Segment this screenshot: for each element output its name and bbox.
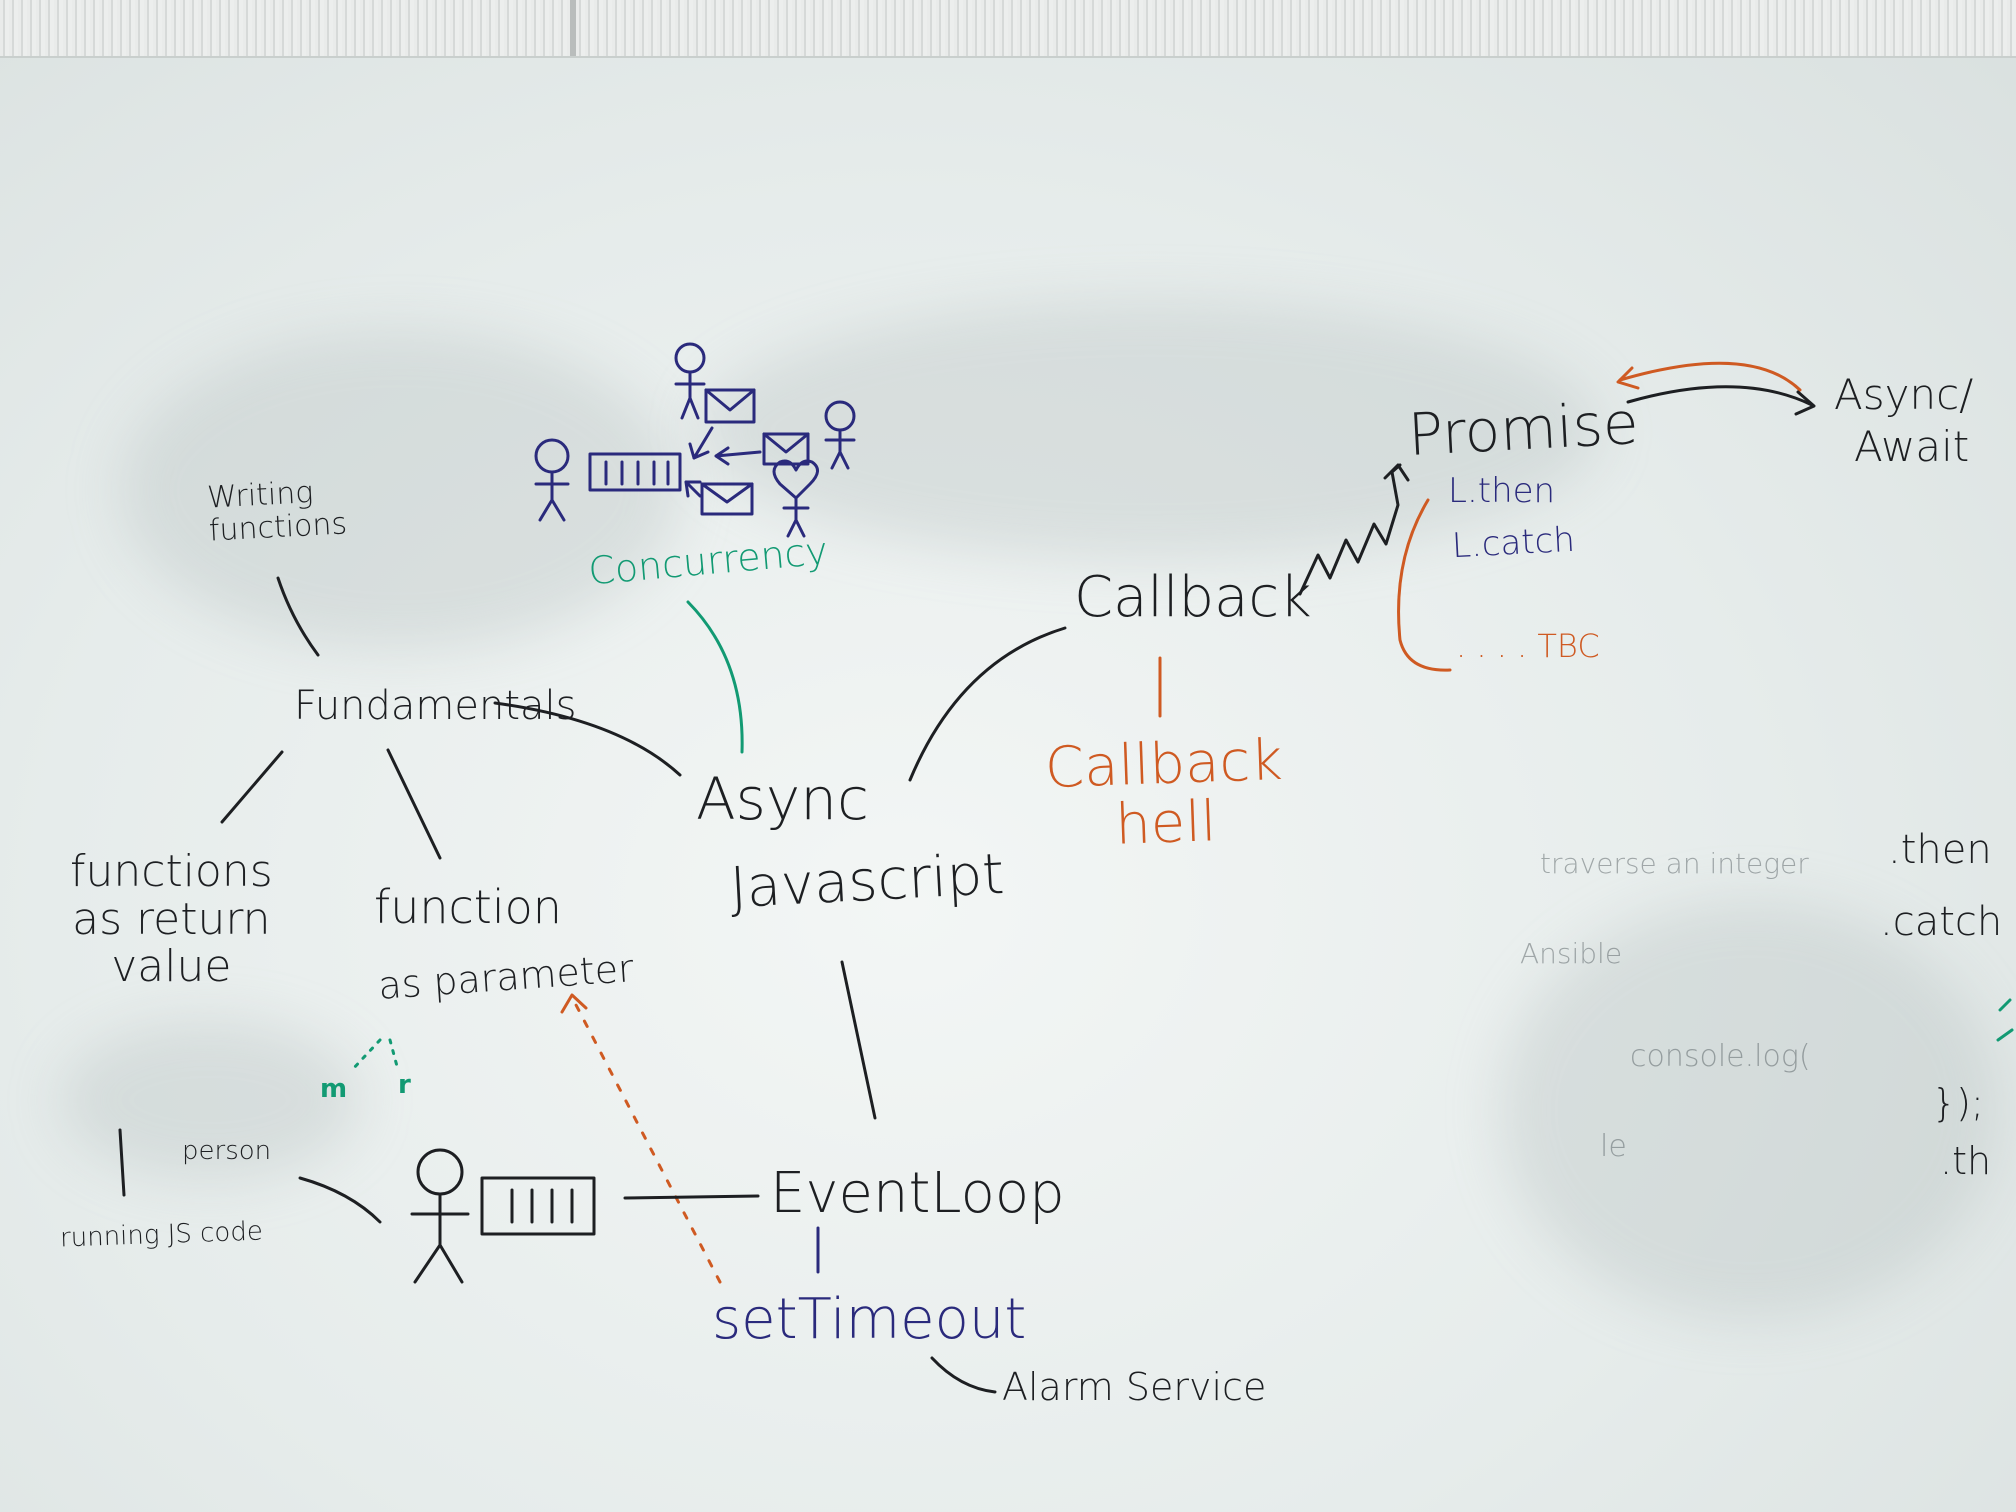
promise-catch: L.catch (1451, 519, 1576, 567)
connector-writing-fundamentals (276, 576, 320, 657)
arrow-icon (1794, 390, 1816, 416)
connector-settimeout-alarm (930, 1356, 997, 1394)
promise-node: Promise (1406, 389, 1641, 469)
envelope-icon (700, 482, 754, 516)
brace-fragment: }); (1932, 1081, 1984, 1125)
th-fragment: .th (1940, 1139, 1992, 1183)
erasure-smudge (120, 330, 680, 650)
connector-await-promise (1618, 361, 1802, 392)
dotted-r-branch (388, 1038, 400, 1072)
running-js-code-label: running JS code (59, 1216, 264, 1254)
promise-then: L.then (1448, 471, 1556, 511)
function-as-parameter-title: function (374, 880, 562, 934)
stick-figure-icon (674, 342, 706, 420)
dotted-m-branch (350, 1038, 382, 1072)
connector-async-callback (908, 626, 1067, 782)
then-fragment: .then (1888, 827, 1992, 873)
async-javascript-subtitle: Javascript (728, 841, 1006, 922)
ghost-text: console.log( (1630, 1039, 1811, 1074)
connector-fundamentals-parameter (386, 748, 442, 860)
queue-icon (588, 452, 682, 492)
tbc-label: . . . . TBC (1456, 627, 1600, 665)
arrow-icon (1616, 366, 1640, 390)
ghost-text: Ansible (1520, 937, 1623, 970)
person-label: person (182, 1136, 272, 1166)
async-await-subtitle: Await (1854, 422, 1970, 471)
callback-node: Callback (1074, 565, 1312, 630)
r-label: r (398, 1070, 411, 1100)
envelope-icon (762, 432, 810, 466)
settimeout-node: setTimeout (712, 1287, 1027, 1352)
connector-queue-eventloop (623, 1194, 760, 1200)
catch-fragment: .catch (1880, 899, 2003, 945)
envelope-icon (704, 388, 756, 424)
connector-concurrency-async (686, 600, 744, 754)
person-bar (118, 1128, 126, 1197)
m-label: m (320, 1074, 348, 1104)
arrow-icon (1383, 463, 1410, 482)
ceiling-tiles (0, 0, 2016, 58)
connector-person-label (298, 1176, 382, 1224)
connector-fundamentals-async (493, 701, 682, 777)
async-await-title: Async/ (1834, 370, 1974, 419)
dotted-connector-settimeout-parameter (573, 1001, 722, 1284)
stick-figure-icon (824, 400, 856, 470)
arrow-icon (688, 426, 714, 460)
async-javascript-title: Async (696, 765, 869, 833)
writing-functions-label: Writing functions (206, 475, 348, 549)
green-fragment (1996, 998, 2014, 1042)
eventloop-node: EventLoop (770, 1161, 1065, 1226)
callback-hell-node: Callback hell (1043, 727, 1284, 858)
arrow-icon (714, 446, 762, 466)
arrow-icon (560, 993, 588, 1014)
stick-figure-icon (534, 438, 570, 522)
alarm-service-node: Alarm Service (1002, 1365, 1267, 1409)
fundamentals-node: Fundamentals (294, 683, 577, 729)
erasure-smudge (1500, 900, 2000, 1320)
erasure-smudge (60, 1020, 360, 1180)
connector-async-eventloop (840, 960, 877, 1120)
functions-as-return-value-node: functions as return value (70, 846, 273, 993)
connector-promise-await (1626, 385, 1814, 407)
stick-figure-icon (410, 1148, 470, 1284)
ghost-text: traverse an integer (1540, 847, 1809, 880)
promise-bracket (1397, 498, 1452, 672)
arrow-icon (684, 480, 702, 498)
queue-icon (480, 1176, 596, 1236)
connector-fundamentals-return (220, 750, 284, 824)
ghost-text: le (1600, 1129, 1627, 1164)
zigzag-arrow-icon (1298, 463, 1402, 596)
heart-icon (772, 459, 819, 538)
erasure-smudge (700, 300, 1600, 560)
